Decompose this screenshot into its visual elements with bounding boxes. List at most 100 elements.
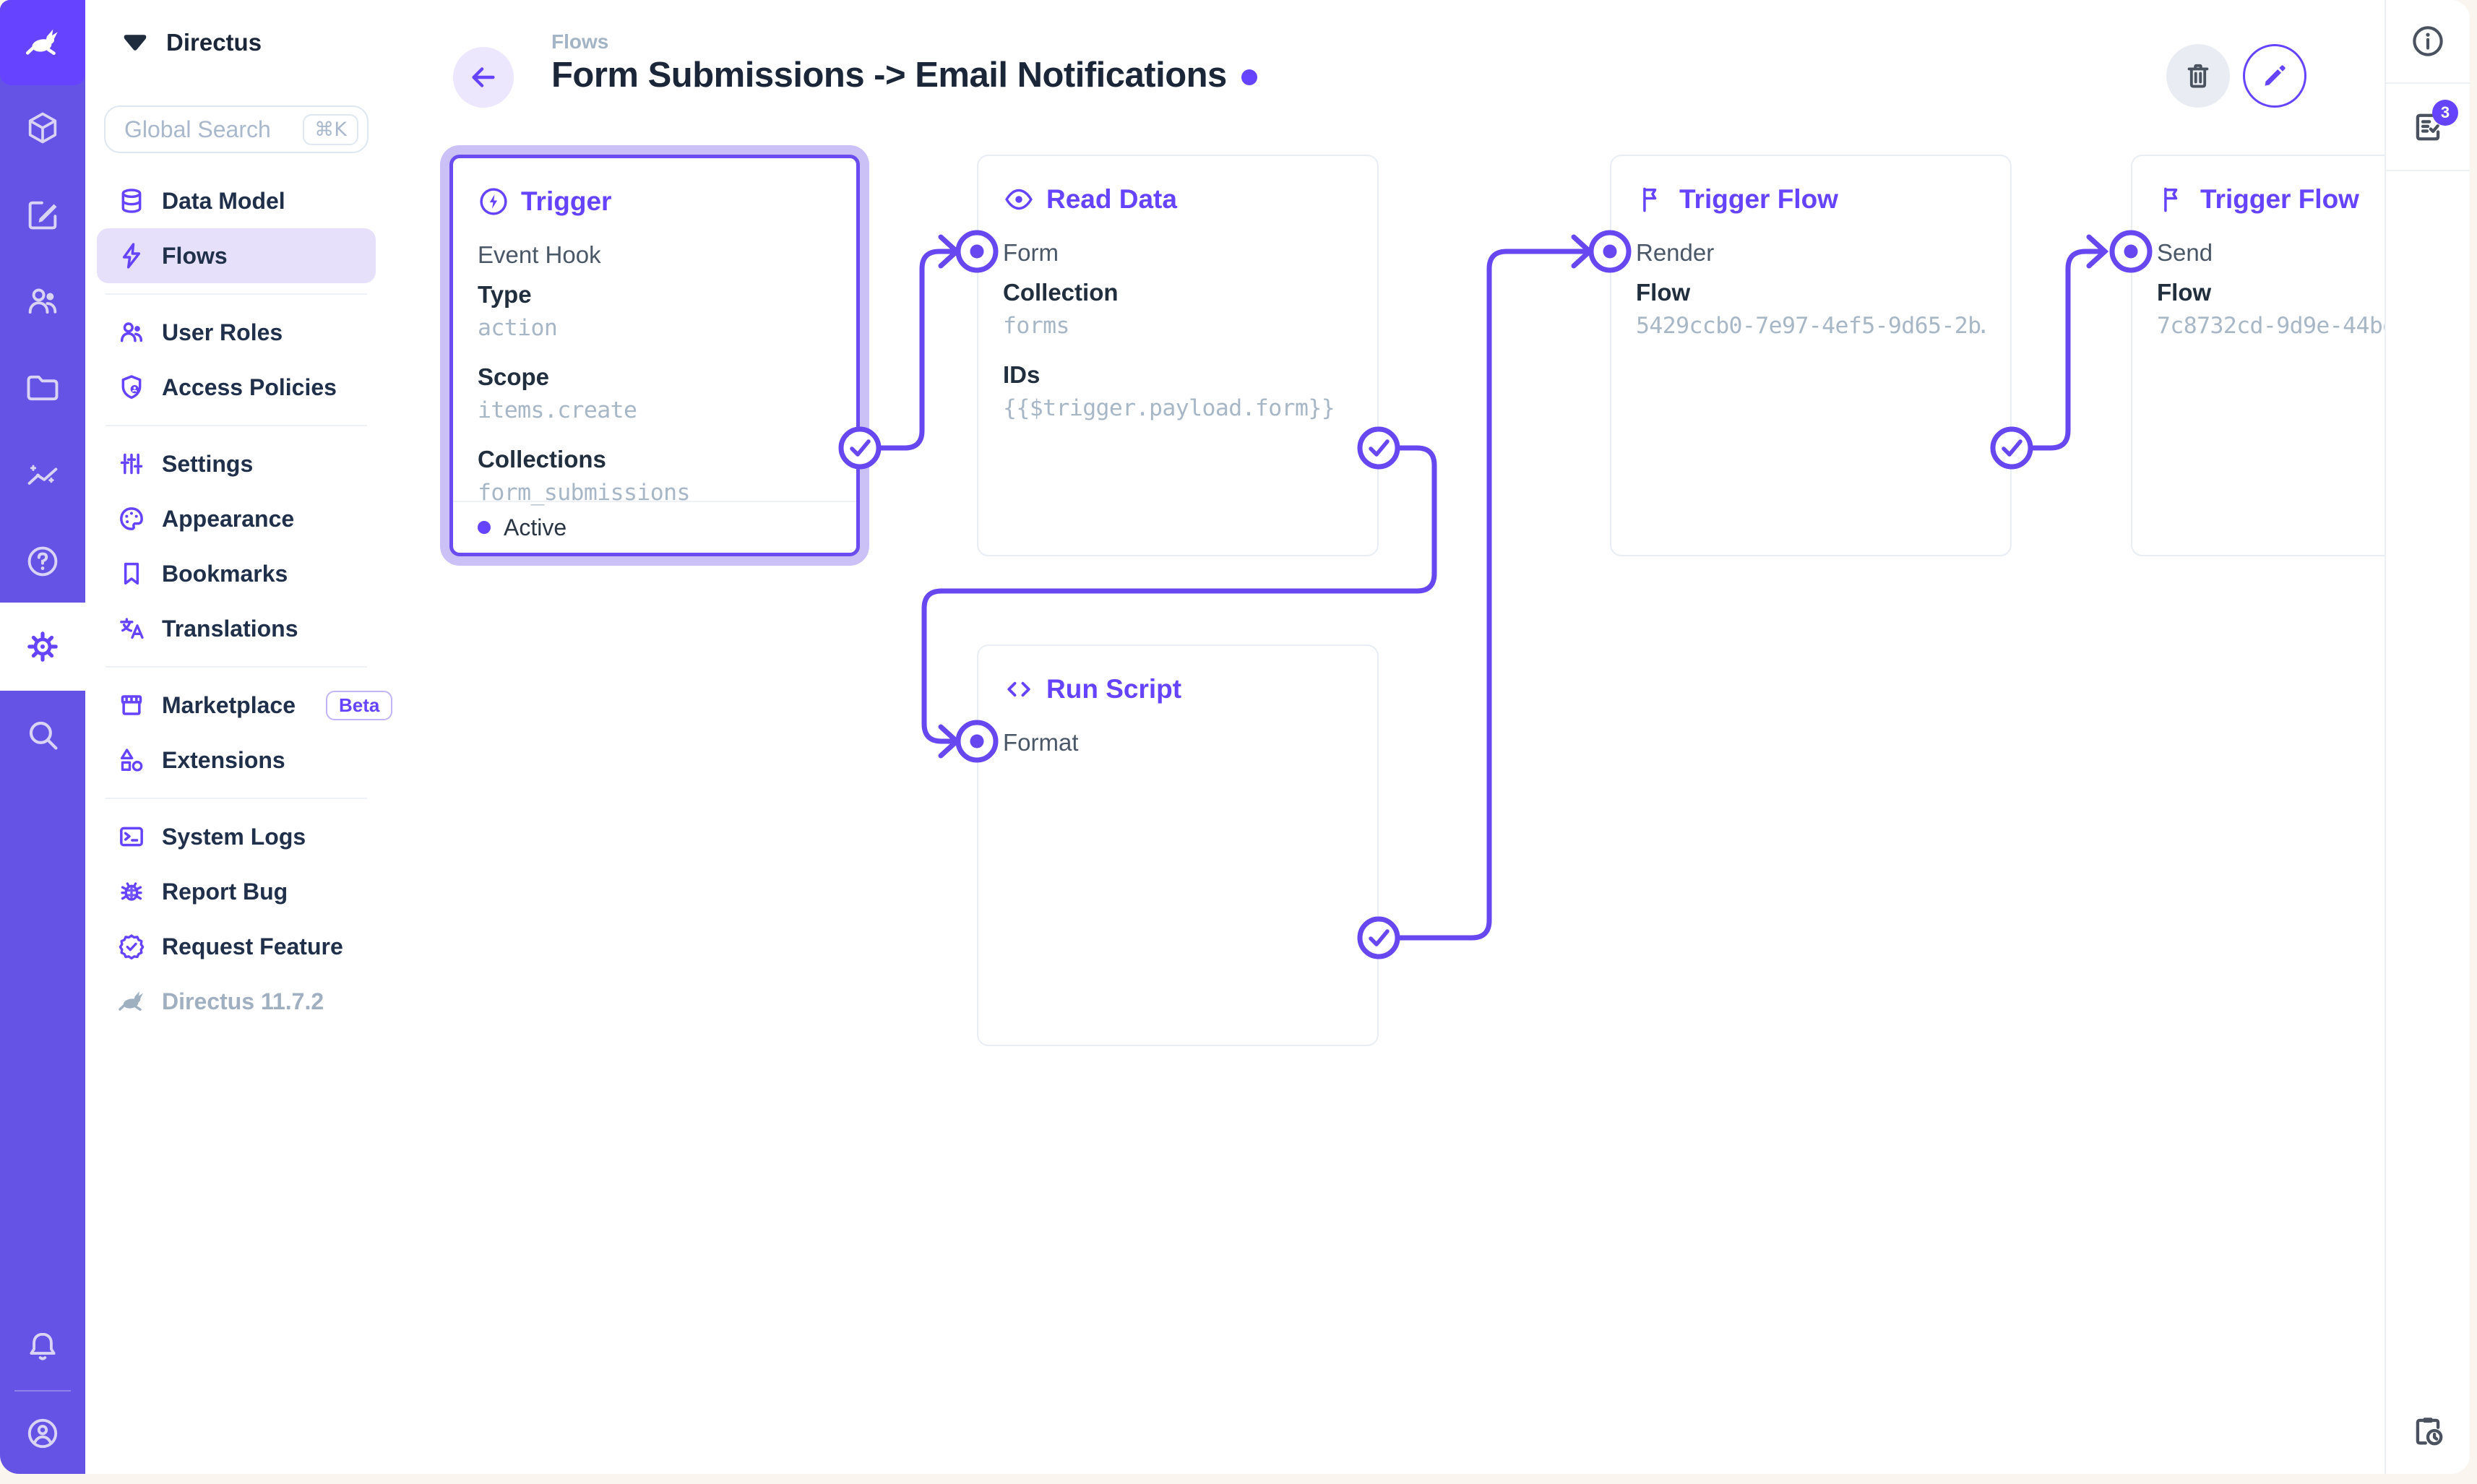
arrowhead-icon	[938, 234, 961, 269]
logs-count-badge: 3	[2432, 100, 2458, 126]
eye-icon	[1005, 189, 1033, 210]
module-bar	[0, 0, 85, 1474]
nav-divider	[105, 666, 367, 668]
sidebar-item-request-feature[interactable]: Request Feature	[97, 919, 376, 974]
field-label: Collections	[478, 446, 606, 473]
beta-badge: Beta	[325, 690, 393, 720]
sidebar-item-user-roles[interactable]: User Roles	[97, 305, 376, 360]
module-insights[interactable]	[0, 432, 85, 517]
sidebar-item-label: Translations	[162, 615, 298, 642]
box-icon	[28, 112, 57, 144]
sidebar-item-settings[interactable]: Settings	[97, 436, 376, 491]
sidebar-item-translations[interactable]: Translations	[97, 601, 376, 656]
active-dot	[478, 521, 491, 534]
sidebar-item-report-bug[interactable]: Report Bug	[97, 864, 376, 919]
info-panel-button[interactable]	[2386, 0, 2470, 84]
module-settings-active[interactable]	[0, 603, 85, 691]
sidebar-item-appearance[interactable]: Appearance	[97, 491, 376, 546]
nav-divider	[105, 293, 367, 295]
node-name: Format	[1003, 729, 1079, 756]
sidebar-item-extensions[interactable]: Extensions	[97, 733, 376, 788]
active-label: Active	[504, 514, 567, 540]
module-help[interactable]	[0, 519, 85, 604]
flow-node-trigger-flow-render[interactable]: Trigger Flow Render Flow 5429ccb0-7e97-4…	[1610, 155, 2012, 556]
flow-node-trigger[interactable]: Trigger Event Hook Type action Scope ite…	[449, 155, 860, 556]
sidebar-item-label: Flows	[162, 242, 228, 269]
bolt-icon	[122, 243, 141, 269]
field-label: Type	[478, 281, 532, 308]
sidebar-item-system-logs[interactable]: System Logs	[97, 809, 376, 864]
extensions-icon	[121, 749, 143, 772]
translate-icon	[120, 618, 144, 639]
sidebar-item-label: System Logs	[162, 823, 306, 850]
search-input[interactable]	[124, 116, 303, 143]
database-icon	[121, 189, 142, 213]
user-menu-button[interactable]	[0, 1391, 85, 1476]
project-header[interactable]: Directus	[85, 0, 387, 85]
module-files[interactable]	[0, 345, 85, 431]
flow-node-run-script[interactable]: Run Script Format	[977, 644, 1379, 1046]
revisions-panel-button[interactable]	[2386, 171, 2470, 1472]
notifications-button[interactable]	[0, 1304, 85, 1389]
clipboard-clock-icon	[2416, 1418, 2443, 1446]
nav-divider	[105, 425, 367, 426]
logs-panel-button[interactable]: 3	[2386, 84, 2470, 171]
rabbit-logo-icon	[25, 29, 58, 56]
sidebar-item-label: User Roles	[162, 319, 283, 345]
node-name: Send	[2157, 239, 2213, 266]
field-value: {{$trigger.payload.form}}	[1003, 395, 1335, 421]
flow-canvas[interactable]: Trigger Event Hook Type action Scope ite…	[387, 0, 2385, 1474]
page-header: Flows Form Submissions -> Email Notifica…	[387, 0, 2385, 152]
bookmark-icon	[124, 562, 139, 585]
palette-icon	[120, 507, 143, 530]
field-value: items.create	[478, 397, 637, 423]
delete-flow-button[interactable]	[2166, 44, 2230, 108]
bolt-circle-icon	[480, 188, 507, 215]
sidebar-item-access-policies[interactable]: Access Policies	[97, 360, 376, 415]
sidebar-item-label: Extensions	[162, 746, 285, 773]
arrowhead-icon	[2086, 234, 2109, 269]
flow-node-read-data[interactable]: Read Data Form Collection forms IDs {{$t…	[977, 155, 1379, 556]
module-editor[interactable]	[0, 172, 85, 257]
directus-logo-button[interactable]	[0, 0, 85, 85]
sidebar-item-label: Appearance	[162, 505, 295, 532]
page-title: Form Submissions -> Email Notifications	[551, 56, 1227, 95]
global-search[interactable]: ⌘K	[104, 105, 369, 153]
sidebar-item-label: Bookmarks	[162, 560, 288, 587]
module-users[interactable]	[0, 259, 85, 344]
node-kind: Event Hook	[478, 241, 601, 268]
connection-render-to-send	[2028, 249, 2105, 451]
module-search[interactable]	[0, 692, 85, 777]
user-roles-icon	[120, 322, 143, 342]
seal-check-icon	[119, 934, 145, 959]
sidebar-item-flows[interactable]: Flows	[97, 228, 376, 283]
search-shortcut-badge: ⌘K	[303, 113, 358, 145]
sidebar-item-data-model[interactable]: Data Model	[97, 173, 376, 228]
module-content[interactable]	[0, 85, 85, 171]
nav-divider	[105, 798, 367, 799]
sidebar-item-label: Settings	[162, 450, 254, 477]
flow-node-trigger-flow-send[interactable]: Trigger Flow Send Flow 7c8732cd-9d9e-44b…	[2131, 155, 2385, 556]
sidebar-item-marketplace[interactable]: Marketplace Beta	[97, 678, 393, 733]
edit-flow-button[interactable]	[2243, 44, 2306, 108]
sidebar-item-bookmarks[interactable]: Bookmarks	[97, 546, 376, 601]
field-label: Collection	[1003, 279, 1119, 306]
node-title: Run Script	[1046, 674, 1182, 704]
project-name: Directus	[166, 29, 262, 56]
folder-icon	[27, 375, 59, 401]
edit-icon	[28, 201, 57, 230]
terminal-icon	[120, 827, 143, 847]
sidebar-item-label: Report Bug	[162, 878, 288, 905]
breadcrumb[interactable]: Flows	[551, 30, 609, 53]
connection-trigger-to-read-data	[876, 249, 957, 451]
sidebar-item-label: Marketplace	[162, 691, 296, 718]
field-label: IDs	[1003, 361, 1041, 388]
account-circle-icon	[27, 1418, 58, 1449]
version-label: Directus 11.7.2	[162, 988, 324, 1014]
flag-icon	[2164, 187, 2178, 212]
right-sidebar: 3	[2385, 0, 2470, 1474]
version-row: Directus 11.7.2	[97, 974, 376, 1029]
trash-icon	[2187, 64, 2209, 88]
back-button[interactable]	[453, 47, 514, 108]
shield-user-icon	[121, 375, 142, 400]
